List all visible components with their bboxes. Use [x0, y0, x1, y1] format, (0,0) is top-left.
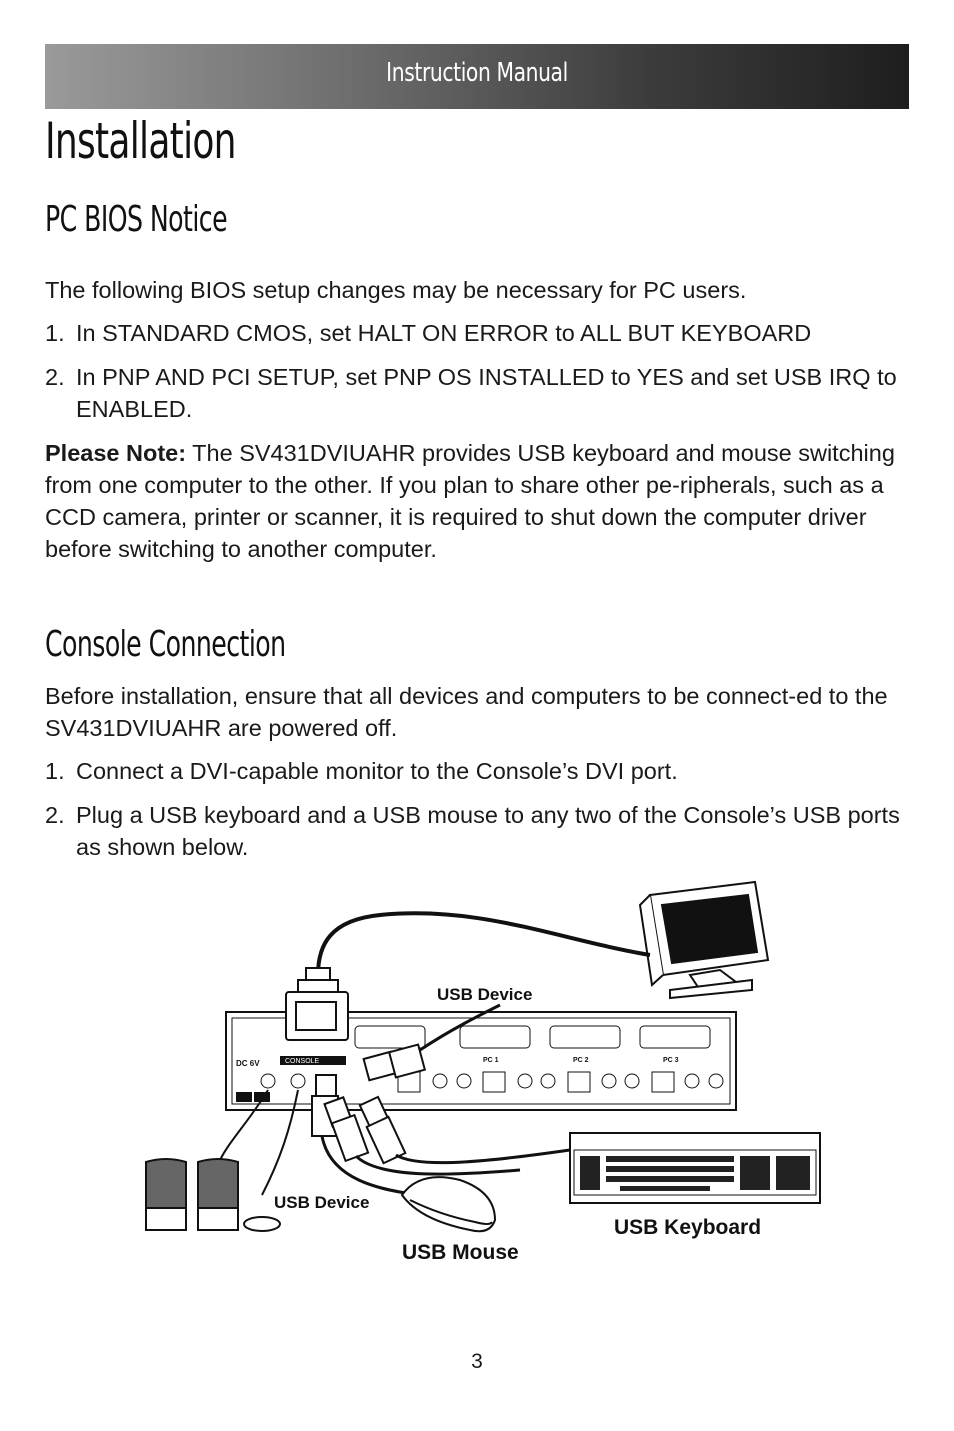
pc-label-3: PC 3: [663, 1057, 679, 1064]
list-text: In PNP AND PCI SETUP, set PNP OS INSTALL…: [76, 364, 897, 422]
list-number: 1.: [45, 320, 65, 346]
dc-label: DC 6V: [236, 1059, 260, 1068]
monitor-illustration: [638, 880, 770, 1000]
monitor-cable: [316, 911, 651, 976]
keyboard-illustration: [569, 1132, 821, 1204]
list-number: 2.: [45, 364, 65, 390]
bios-note: Please Note: The SV431DVIUAHR provides U…: [45, 437, 915, 565]
connection-diagram: DC 6V CONSOLE PC 1 PC 2 PC 3: [145, 880, 821, 1264]
bios-item-1: 1. In STANDARD CMOS, set HALT ON ERROR t…: [45, 317, 915, 349]
list-text: Plug a USB keyboard and a USB mouse to a…: [76, 802, 900, 860]
bios-heading: PC BIOS Notice: [45, 199, 228, 240]
console-intro: Before installation, ensure that all dev…: [45, 683, 888, 741]
usb-keyboard-label: USB Keyboard: [614, 1216, 761, 1239]
usb-device-bottom-label: USB Device: [274, 1193, 369, 1212]
list-number: 1.: [45, 758, 65, 784]
page-title: Installation: [45, 112, 236, 170]
header-bar: Instruction Manual: [45, 44, 909, 109]
mouse-illustration: [400, 1176, 497, 1233]
speakers-illustration: [145, 1158, 239, 1231]
console-label: CONSOLE: [285, 1058, 320, 1065]
usb-mouse-label: USB Mouse: [402, 1241, 519, 1264]
microphone-base: [243, 1216, 281, 1232]
usb-device-top-label: USB Device: [437, 985, 532, 1004]
note-text: The SV431DVIUAHR provides USB keyboard a…: [45, 440, 895, 562]
pc-label-1: PC 1: [483, 1057, 499, 1064]
pc-label-2: PC 2: [573, 1057, 589, 1064]
bios-item-2: 2. In PNP AND PCI SETUP, set PNP OS INST…: [45, 361, 915, 425]
note-label: Please Note:: [45, 440, 187, 466]
page-number: 3: [471, 1350, 483, 1373]
list-number: 2.: [45, 802, 65, 828]
bios-intro: The following BIOS setup changes may be …: [45, 277, 747, 303]
console-item-2: 2. Plug a USB keyboard and a USB mouse t…: [45, 799, 915, 863]
usb-plugs: [311, 1043, 427, 1165]
console-item-1: 1. Connect a DVI-capable monitor to the …: [45, 755, 915, 787]
dvi-connector: [285, 967, 349, 1041]
header-title: Instruction Manual: [386, 58, 568, 88]
console-heading: Console Connection: [45, 624, 286, 665]
list-text: Connect a DVI-capable monitor to the Con…: [76, 758, 678, 784]
list-text: In STANDARD CMOS, set HALT ON ERROR to A…: [76, 320, 812, 346]
